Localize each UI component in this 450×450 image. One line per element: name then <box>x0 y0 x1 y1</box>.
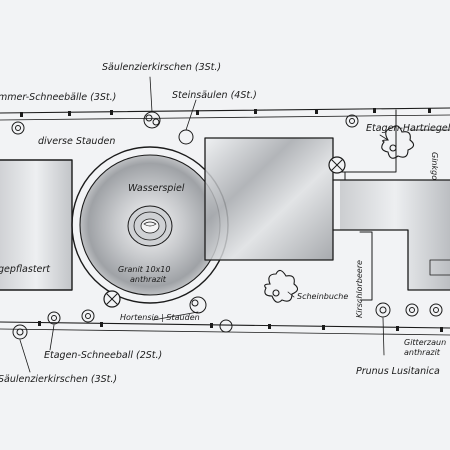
scheinbuche-symbol <box>264 269 299 303</box>
label-saeulenzierkirschen-top: Säulenzierkirschen (3St.) <box>102 62 221 73</box>
label-scheinbuche: Scheinbuche <box>297 292 348 301</box>
shrub-symbols-bottom <box>12 296 443 340</box>
paved-area-left <box>0 160 72 290</box>
shrub-symbols-top <box>11 111 359 145</box>
label-wasserspiel: Wasserspiel <box>128 183 185 194</box>
label-prunus: Prunus Lusitanica <box>356 366 440 377</box>
label-schneeball-top: mmer-Schneebälle (3St.) <box>0 92 116 103</box>
kirschlorbeer-hedge <box>359 231 373 301</box>
hartriegel-symbol <box>381 125 415 159</box>
label-gitterzaun-1: Gitterzaun <box>404 338 446 347</box>
leader-lines <box>19 76 389 373</box>
label-hortensie-stauden: Hortensie | Stauden <box>120 313 200 322</box>
path-right <box>332 109 450 291</box>
label-kirschlorbeer: Kirschlorbeere <box>355 260 364 318</box>
bed-center-right <box>204 137 334 261</box>
label-etagen-hartriegel: Etagen-Hartriegel <box>366 123 450 134</box>
label-gitterzaun-2: anthrazit <box>404 348 441 357</box>
marker-crossed-circle-2 <box>103 290 121 308</box>
label-granit-2: anthrazit <box>130 275 167 284</box>
label-granit-1: Granit 10x10 <box>118 265 170 274</box>
marker-crossed-circle-1 <box>328 156 346 174</box>
fence-top <box>0 107 450 121</box>
label-steinsaeulen: Steinsäulen (4St.) <box>172 90 257 101</box>
label-diverse-stauden: diverse Stauden <box>38 136 115 147</box>
label-etagen-schneeball: Etagen-Schneeball (2St.) <box>44 350 162 361</box>
label-saeulenzierkirschen-bottom: Säulenzierkirschen (3St.) <box>0 374 117 385</box>
label-right-vertical: Ginkgo <box>430 152 439 180</box>
label-gepflastert: gepflastert <box>0 264 51 275</box>
